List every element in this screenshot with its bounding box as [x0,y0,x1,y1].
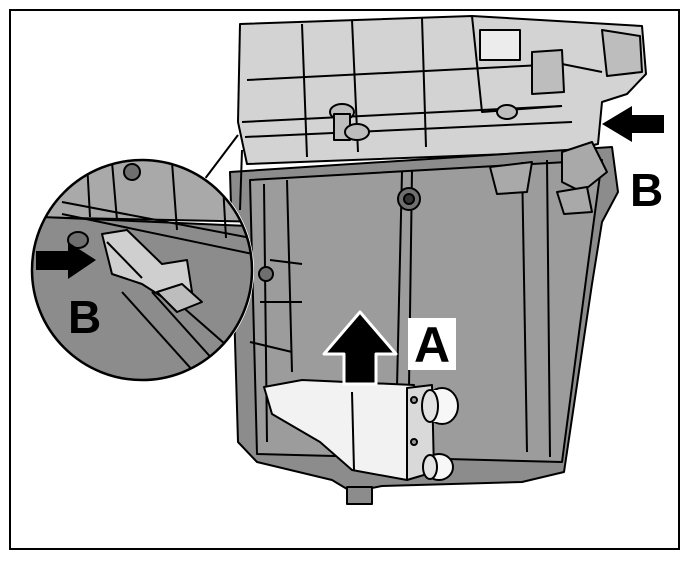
arrow-up-icon [322,310,398,386]
upper-housing [237,15,647,165]
label-b-inset: B [68,291,102,343]
label-b-right: B [630,164,664,216]
arrow-left-icon [602,106,664,142]
filter-element [263,379,459,481]
arrow-right-icon [36,242,96,279]
label-a: A [408,318,457,370]
illustration-frame: A B B [9,9,680,550]
air-filter-housing-illustration [30,15,664,505]
